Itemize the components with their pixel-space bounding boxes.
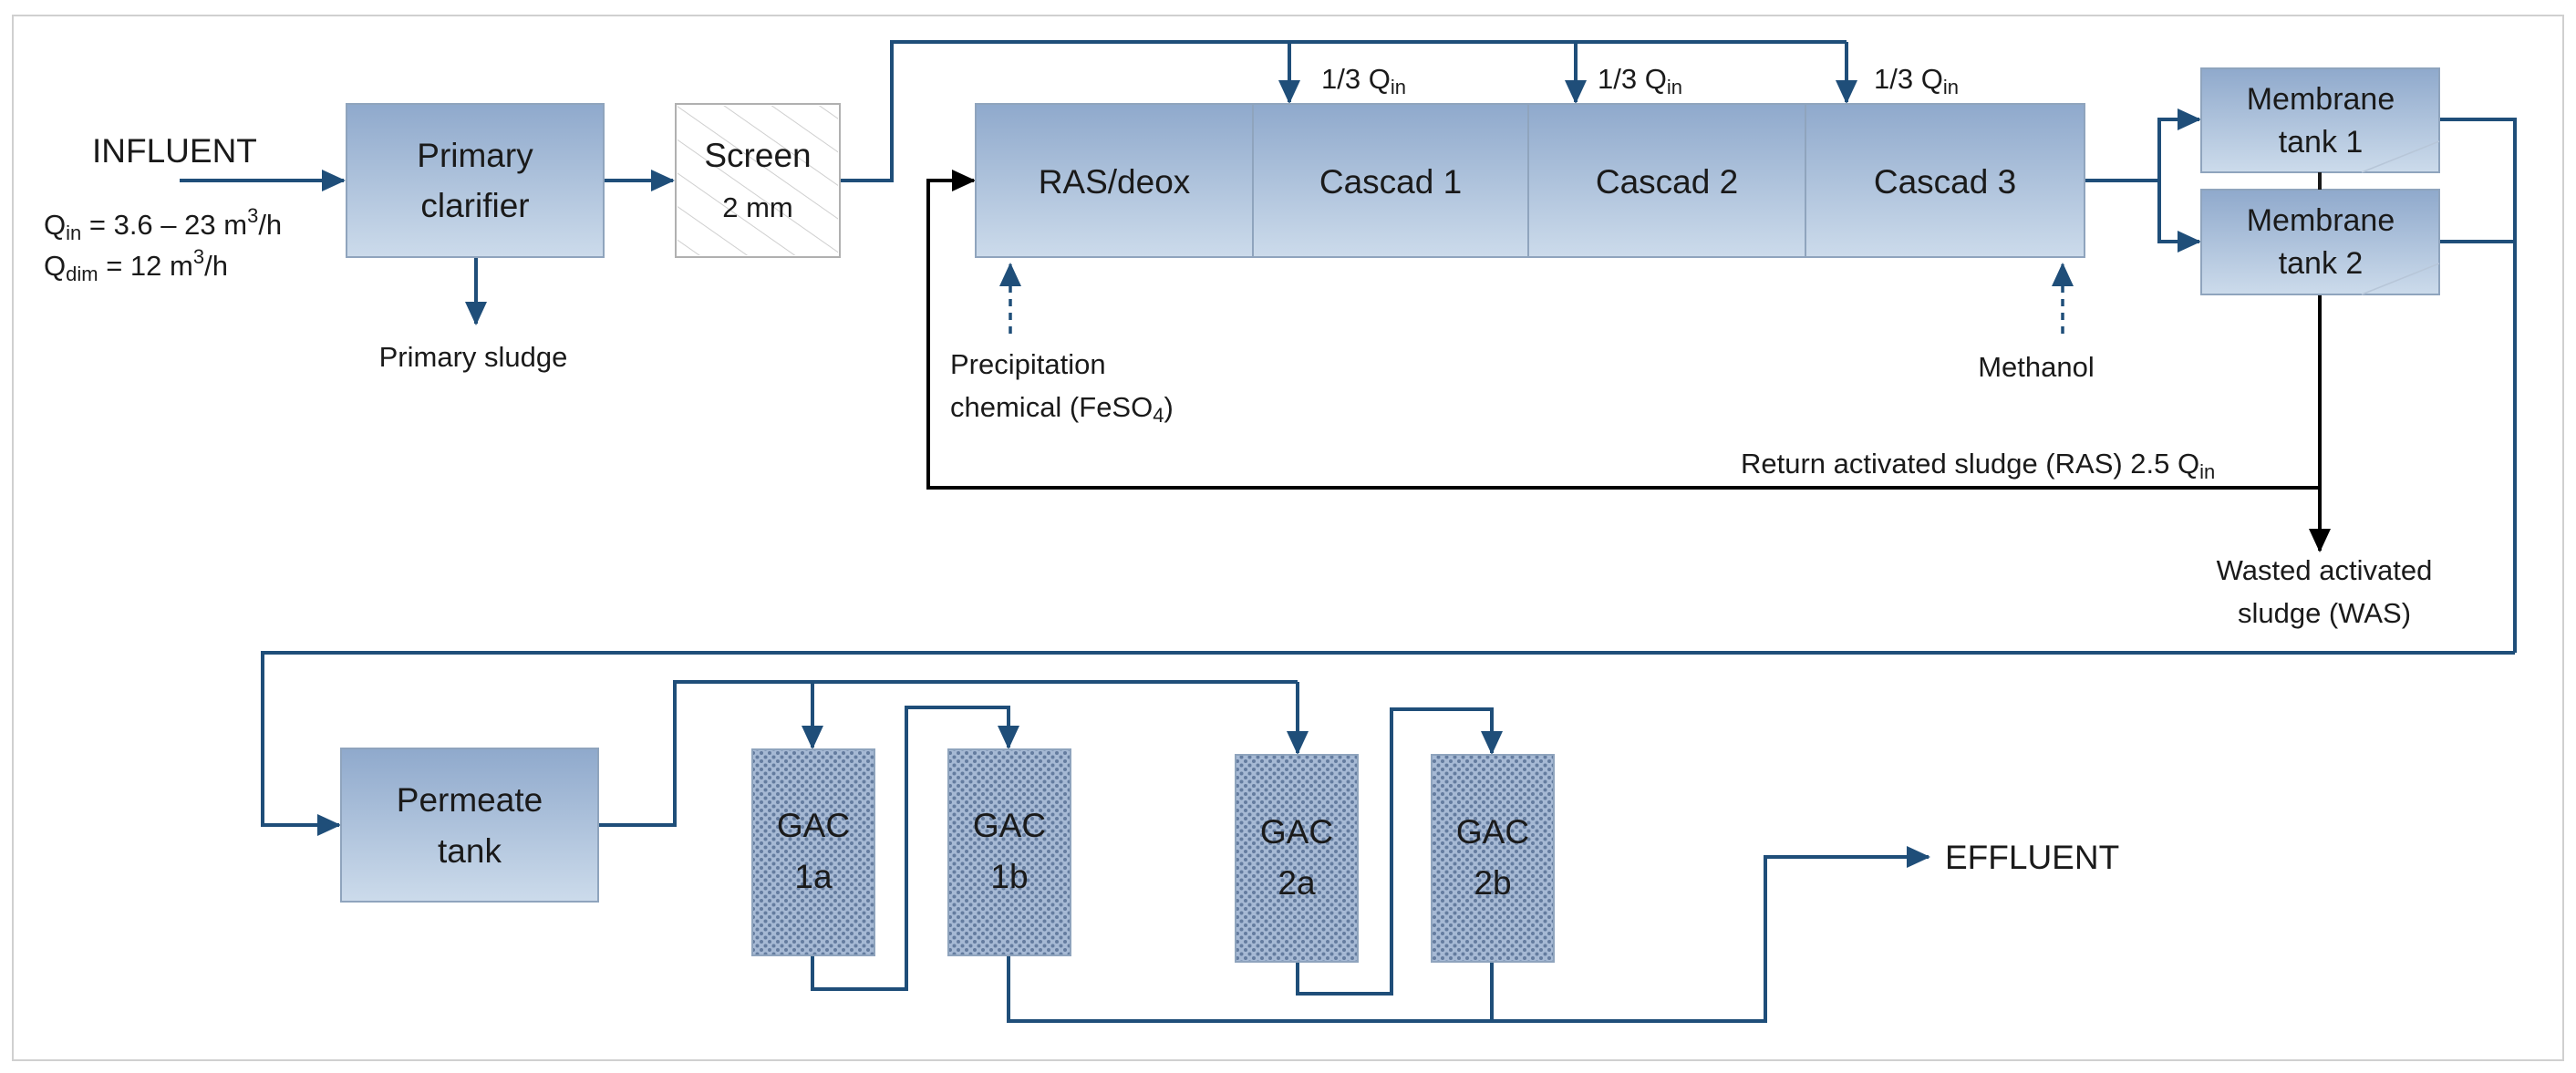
permeate-distribution-line: [598, 680, 1298, 827]
split-label-cascad-2: 1/3 Qin: [1598, 63, 1682, 98]
permeate-tank: Permeate tank: [340, 748, 599, 903]
gac-2a-label-2: 2a: [1278, 864, 1316, 902]
screen-to-cascades-line: [840, 40, 1847, 182]
precipitation-label-1: Precipitation: [950, 348, 1106, 380]
to-membrane-2-arrow: [2157, 181, 2201, 253]
compartment-cascad-2: Cascad 2: [1596, 163, 1738, 201]
was-label-1: Wasted activated: [2217, 554, 2433, 586]
gac-filter-2b: GAC 2b: [1431, 754, 1555, 963]
primary-clarifier-label-2: clarifier: [420, 187, 529, 224]
permeate-tank-label-2: tank: [438, 832, 502, 870]
was-label-2: sludge (WAS): [2238, 597, 2411, 629]
gac-1a-label-1: GAC: [777, 807, 850, 844]
screen-title: Screen: [704, 137, 811, 174]
gac-1b-label-1: GAC: [973, 807, 1046, 844]
flow-lines: [180, 40, 2517, 1023]
gac-2b-label-1: GAC: [1456, 813, 1529, 851]
dosing-lines: [999, 263, 2074, 334]
q-in-label: Qin = 3.6 – 23 m3/h: [44, 204, 282, 244]
split-label-cascad-3: 1/3 Qin: [1874, 63, 1959, 98]
gac-1b-label-2: 1b: [990, 858, 1028, 895]
split-label-cascad-1: 1/3 Qin: [1321, 63, 1406, 98]
screen: Screen 2 mm: [675, 103, 841, 258]
compartment-cascad-1: Cascad 1: [1319, 163, 1462, 201]
ras-label: Return activated sludge (RAS) 2.5 Qin: [1741, 448, 2215, 483]
gac-1a-to-1b-arrow: [811, 706, 1019, 991]
effluent-label: EFFLUENT: [1945, 839, 2119, 876]
gac-2a-label-1: GAC: [1260, 813, 1333, 851]
membrane-tank-1-label-2: tank 1: [2279, 125, 2364, 160]
compartment-cascad-3: Cascad 3: [1874, 163, 2016, 201]
influent-label: INFLUENT: [92, 132, 257, 170]
biological-reactor: RAS/deox Cascad 1 Cascad 2 Cascad 3: [975, 103, 2085, 258]
to-membrane-1-arrow: [2157, 108, 2201, 181]
gac-2b-label-2: 2b: [1474, 864, 1511, 902]
membrane-tank-1: Membrane tank 1: [2200, 67, 2440, 173]
q-dim-label: Qdim = 12 m3/h: [44, 245, 228, 285]
membrane-1-permeate-line: [2439, 118, 2517, 653]
primary-clarifier-label-1: Primary: [417, 137, 533, 174]
sludge-lines: [926, 170, 2331, 552]
precipitation-label-2: chemical (FeSO4): [950, 391, 1174, 427]
diagram-frame: [12, 15, 2564, 1061]
membrane-tank-2-label-2: tank 2: [2279, 246, 2364, 281]
compartment-ras-deox: RAS/deox: [1039, 163, 1191, 201]
gac-2a-to-2b-arrow: [1296, 707, 1503, 996]
primary-sludge-label: Primary sludge: [379, 341, 568, 373]
gac-1a-label-2: 1a: [794, 858, 833, 895]
methanol-label: Methanol: [1978, 351, 2095, 383]
membrane-tank-2: Membrane tank 2: [2200, 189, 2440, 295]
to-effluent-arrow: [1007, 846, 1930, 1023]
to-permeate-tank-arrow: [261, 651, 2515, 836]
gac-filter-1a: GAC 1a: [751, 748, 875, 956]
membrane-tank-1-label-1: Membrane: [2247, 82, 2395, 117]
permeate-tank-label-1: Permeate: [397, 781, 543, 819]
gac-filter-1b: GAC 1b: [947, 748, 1071, 956]
membrane-tank-2-label-1: Membrane: [2247, 203, 2395, 238]
screen-size: 2 mm: [722, 191, 793, 223]
ras-return-arrow: [926, 170, 2320, 490]
primary-clarifier: Primary clarifier: [346, 103, 605, 258]
gac-filter-2a: GAC 2a: [1235, 754, 1359, 963]
